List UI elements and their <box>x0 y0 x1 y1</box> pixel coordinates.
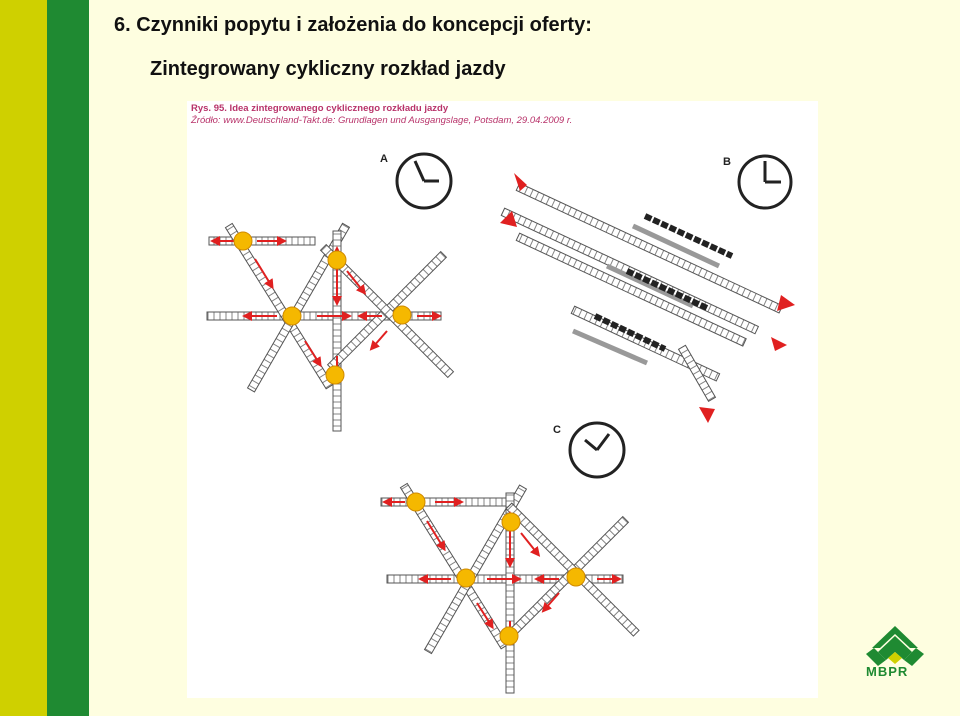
panel-c-label: C <box>553 424 561 436</box>
clock-b-icon <box>737 154 793 210</box>
diagram-canvas <box>206 152 795 694</box>
network-c-nodes <box>406 492 586 646</box>
network-b-trains <box>593 213 734 352</box>
slide-title: 6. Czynniki popytu i założenia do koncep… <box>114 14 592 36</box>
network-b-arrows <box>500 173 795 423</box>
figure-caption-title: Rys. 95. Idea zintegrowanego cyklicznego… <box>191 103 449 114</box>
logo-text: MBPR <box>866 664 909 679</box>
figure-caption-source: Źródło: www.Deutschland-Takt.de: Grundla… <box>191 115 573 126</box>
decor-stripe-lime <box>0 0 47 716</box>
figure-caption: Rys. 95. Idea zintegrowanego cyklicznego… <box>191 103 572 127</box>
network-a-nodes <box>233 231 412 385</box>
panel-b-label: B <box>723 156 731 168</box>
decor-stripe-green <box>47 0 89 716</box>
clock-a-icon <box>395 152 453 210</box>
panel-a-label: A <box>380 153 388 165</box>
clock-c-icon <box>568 421 626 479</box>
slide-subtitle: Zintegrowany cykliczny rozkład jazdy <box>150 58 506 80</box>
network-c-arrows <box>382 497 622 646</box>
figure-panel: Rys. 95. Idea zintegrowanego cyklicznego… <box>187 101 818 698</box>
network-b-platforms <box>572 223 721 366</box>
mbpr-logo-icon <box>866 626 924 666</box>
network-b <box>500 182 784 402</box>
